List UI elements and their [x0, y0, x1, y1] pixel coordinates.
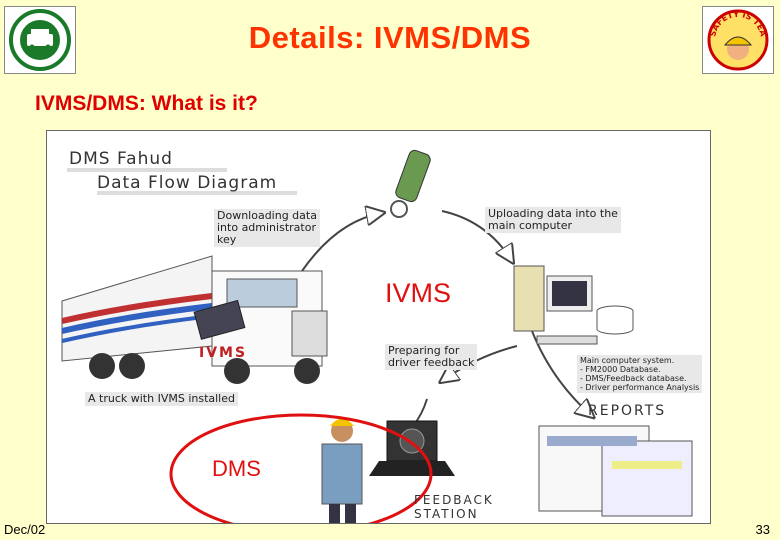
reports-label: REPORTS: [588, 403, 667, 419]
label-system-notes: Main computer system. - FM2000 Database.…: [577, 355, 703, 393]
page-number: 33: [755, 522, 770, 537]
truck-illustration: [61, 255, 328, 384]
flow-arrows: [301, 211, 592, 441]
ivms-label: IVMS: [385, 278, 452, 308]
feedback-station-illustration: [321, 418, 455, 523]
label-uploading: Uploading data into the main computer: [485, 207, 621, 233]
dms-highlight-ellipse: [169, 413, 433, 523]
truck-ivms-label: IVMS: [199, 345, 248, 361]
safety-logo-right: SAFETY IS TEAMWORK: [699, 0, 774, 74]
diagram-heading-2: Data Flow Diagram: [97, 173, 278, 193]
label-truck-caption: A truck with IVMS installed: [85, 392, 238, 406]
company-logo-left: [4, 6, 76, 74]
footer-date: Dec/02: [4, 522, 46, 537]
reports-illustration: [538, 425, 693, 517]
feedback-station-label: FEEDBACK STATION: [414, 493, 494, 521]
slide-subtitle: IVMS/DMS: What is it?: [35, 92, 258, 115]
diagram-heading-1: DMS Fahud: [69, 149, 173, 169]
label-downloading: Downloading data into administrator key: [214, 209, 320, 247]
slide-title: Details: IVMS/DMS: [248, 20, 532, 55]
label-preparing: Preparing for driver feedback: [385, 344, 478, 370]
administrator-key-icon: [390, 149, 431, 218]
main-computer-icon: [513, 265, 634, 345]
data-flow-diagram: DMS Fahud Data Flow Diagram Downloading …: [46, 130, 711, 524]
dms-label: DMS: [212, 456, 261, 481]
